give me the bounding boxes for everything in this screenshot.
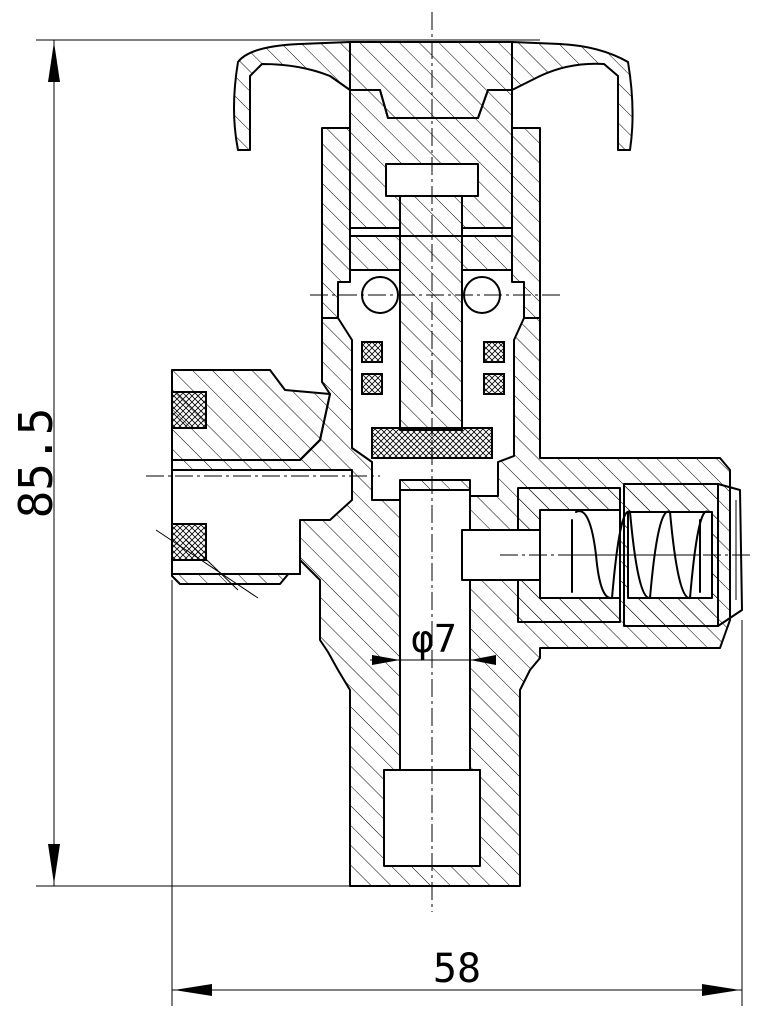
oring-left-upper xyxy=(361,341,383,363)
relief-valve xyxy=(461,483,743,627)
oring-right-upper xyxy=(483,341,505,363)
width-dimension: 58 xyxy=(171,580,743,1006)
oring-right-lower xyxy=(483,373,505,395)
height-dimension: 85.5 xyxy=(9,39,540,887)
bore-dimension: φ7 xyxy=(370,617,496,665)
oring-left-lower xyxy=(361,373,383,395)
bore-dimension-label: φ7 xyxy=(411,617,457,661)
height-dimension-label: 85.5 xyxy=(9,408,63,519)
outlet-seal-upper xyxy=(171,391,207,429)
width-dimension-label: 58 xyxy=(433,946,481,992)
spring xyxy=(571,510,709,600)
